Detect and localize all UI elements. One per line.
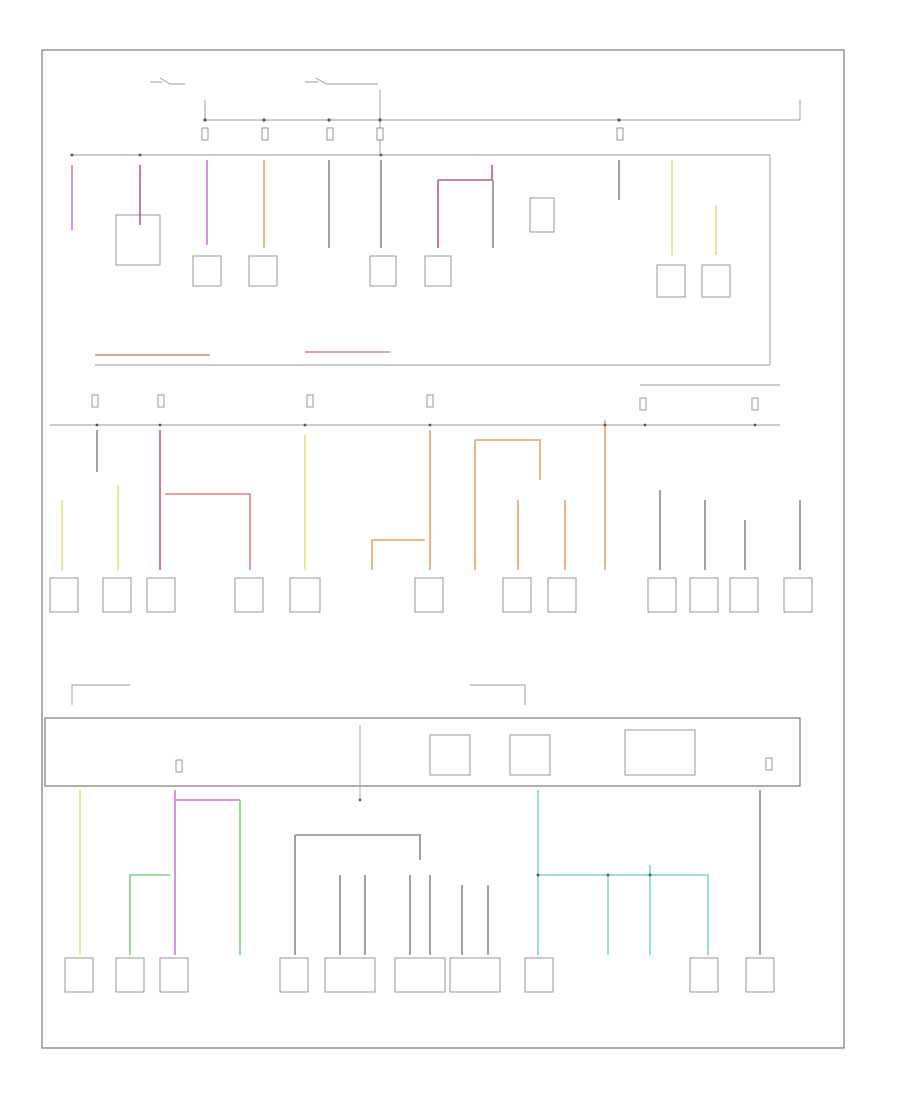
wire-cyan-1: [537, 790, 709, 955]
section-3-power-feeds: [44, 684, 801, 993]
wire-violet-3: [174, 790, 240, 955]
wire-red-1: [165, 493, 251, 570]
wire-orange-2: [371, 430, 431, 570]
wire-cyan-2: [607, 865, 651, 955]
fuse-relay-panel: [44, 717, 801, 787]
relay-box-b: [529, 197, 555, 233]
wire-orange-3: [474, 439, 541, 570]
section-2-power-feeds: [49, 351, 813, 613]
relay-box-a: [115, 214, 161, 266]
wire-pink-2: [437, 165, 493, 248]
wire-grey-7: [294, 834, 421, 955]
diagram-frame: [41, 49, 845, 1049]
section-1-power-feeds: [70, 77, 801, 365]
fuse-group-top: [201, 127, 624, 141]
wire-green-1: [129, 874, 170, 955]
wire-grey-8: [339, 875, 489, 955]
wire-grey-6: [659, 490, 801, 570]
wire-orange-4: [517, 500, 566, 570]
